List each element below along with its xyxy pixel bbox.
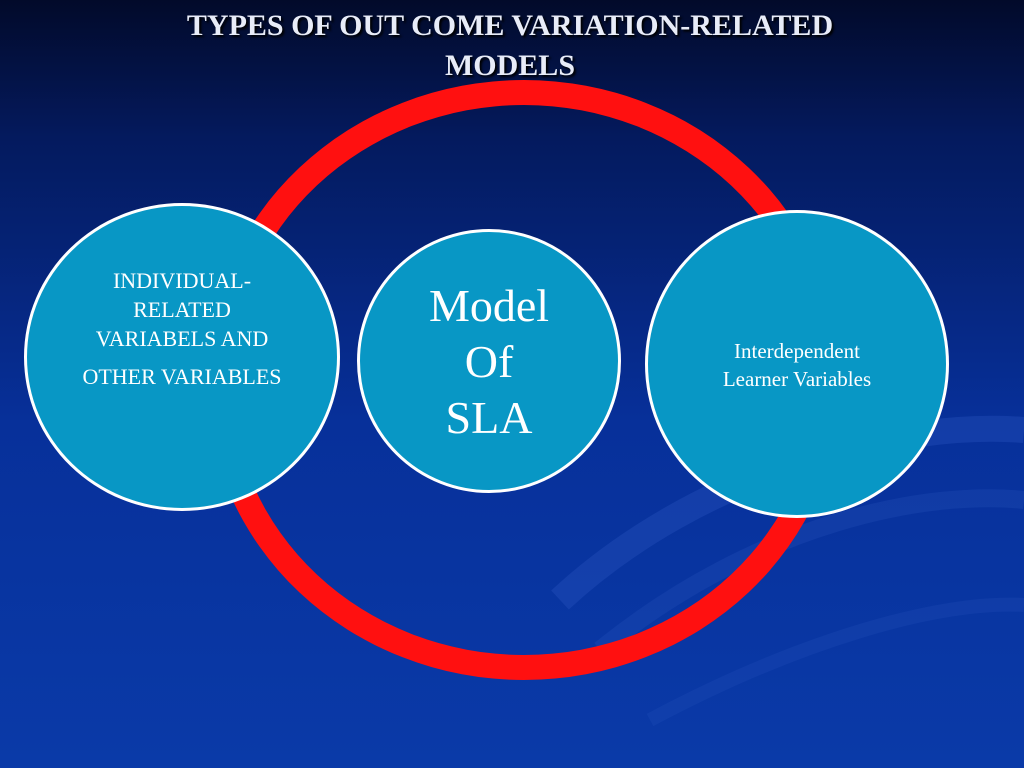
node-left-text-2: OTHER VARIABLES xyxy=(82,364,282,389)
node-interdependent-learner-variables: Interdependent Learner Variables xyxy=(645,210,949,518)
node-center-word-1: Model xyxy=(428,280,550,331)
node-model-of-sla: Model Of SLA xyxy=(357,229,621,493)
node-right-text-2: Learner Variables xyxy=(722,367,872,391)
node-right-text-1: Interdependent xyxy=(734,339,860,363)
node-left-text-1: INDIVIDUAL-RELATED VARIABELS AND xyxy=(95,268,269,351)
slide-title-line-2: MODELS xyxy=(444,49,576,82)
node-individual-related-variables: INDIVIDUAL-RELATED VARIABELS AND OTHER V… xyxy=(24,203,340,511)
node-center-word-3: SLA xyxy=(445,392,533,443)
node-center-word-2: Of xyxy=(464,336,514,387)
slide-title-line-1: TYPES OF OUT COME VARIATION-RELATED xyxy=(186,9,834,42)
slide-title: TYPES OF OUT COME VARIATION-RELATED MODE… xyxy=(100,6,920,86)
